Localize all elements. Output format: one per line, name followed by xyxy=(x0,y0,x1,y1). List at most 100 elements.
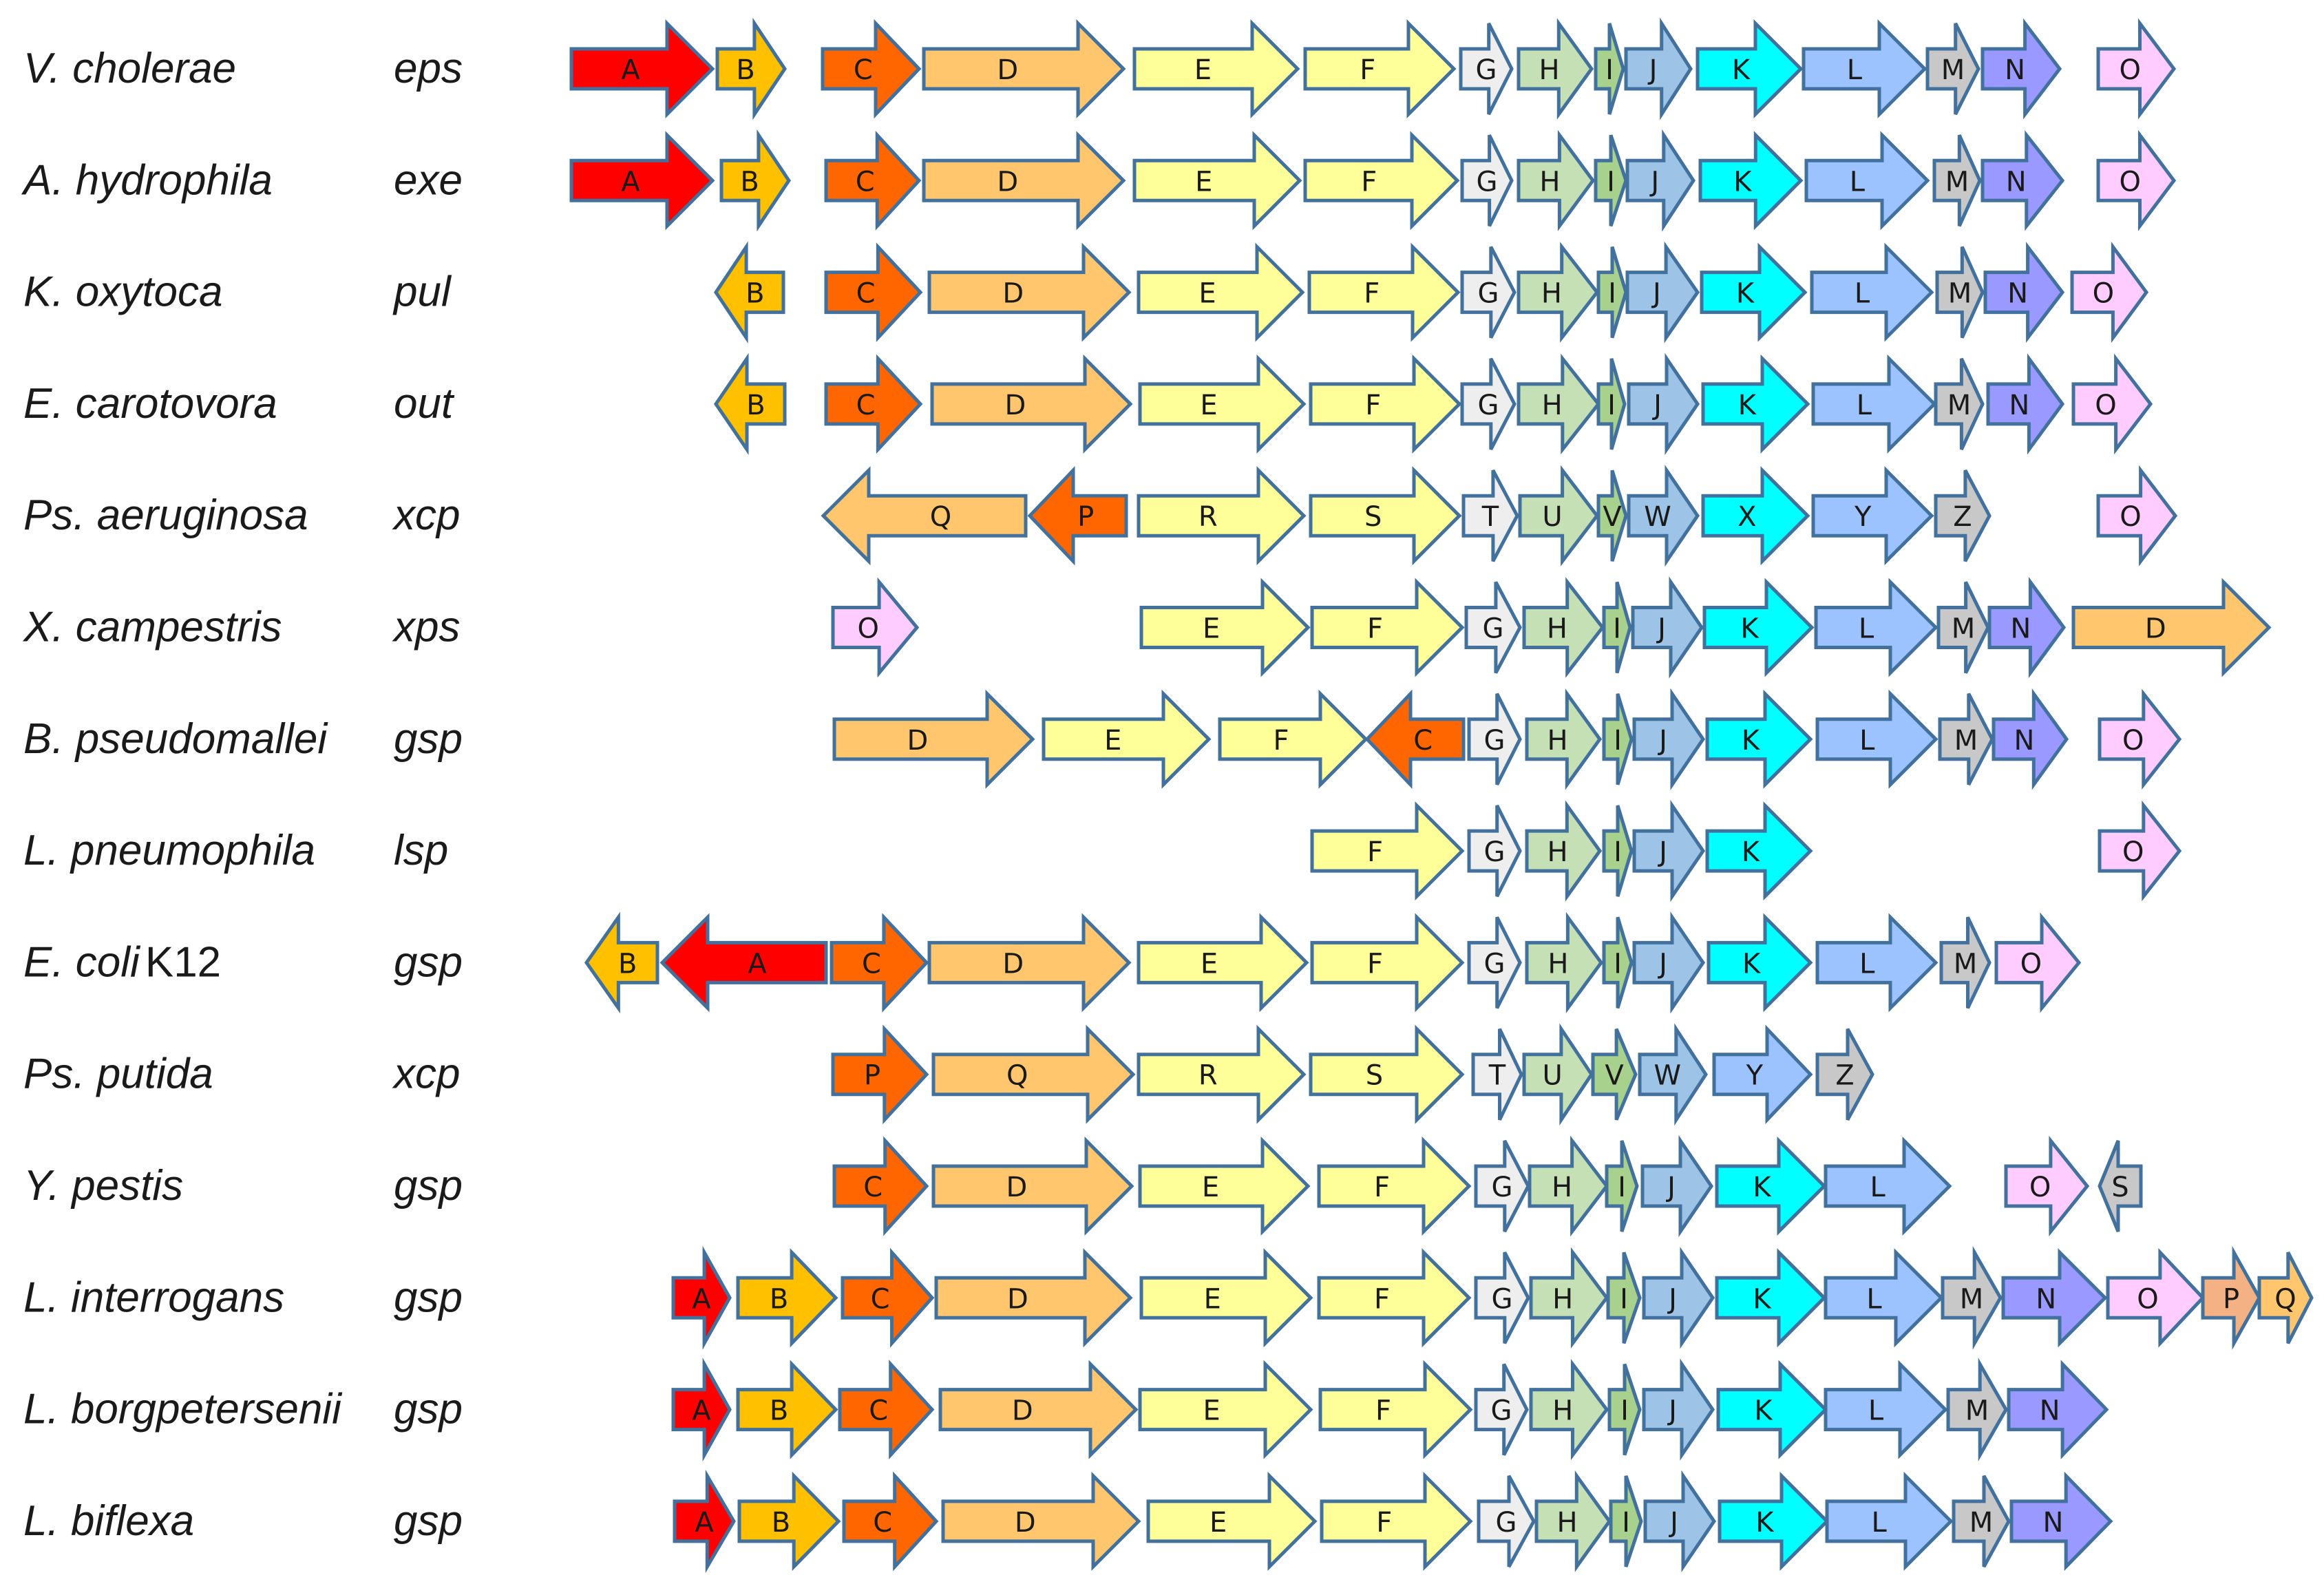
gene-label: K xyxy=(1738,390,1757,421)
gene-arrow xyxy=(1606,1252,1642,1344)
gene-arrow xyxy=(1707,913,1813,1013)
gene-label: D xyxy=(1002,948,1024,980)
gene-label: D xyxy=(1007,1283,1028,1315)
gene-arrow xyxy=(1824,1248,1944,1348)
gene-label: N xyxy=(2010,613,2031,645)
gene-arrow xyxy=(1715,1248,1827,1348)
organism-name: L. borgpetersenii xyxy=(23,1386,343,1433)
organism-name: V. cholerae xyxy=(23,45,236,92)
gene-arrow xyxy=(1946,1358,2008,1461)
gene-arrow xyxy=(1607,1363,1642,1456)
gene-arrow xyxy=(1712,1024,1813,1124)
gene-label: H xyxy=(1547,836,1567,868)
gene-arrow xyxy=(1632,688,1706,790)
gene-label: G xyxy=(1492,1283,1513,1315)
gene-label: J xyxy=(1657,725,1667,757)
gene-label: O xyxy=(857,613,878,645)
gene-label: N xyxy=(2043,1507,2064,1539)
organism-name-text: L. pneumophila xyxy=(23,827,315,874)
gene-arrow xyxy=(841,1247,935,1348)
gene-label: V xyxy=(1605,1060,1624,1092)
gene-arrow xyxy=(659,913,828,1013)
gene-label: I xyxy=(1620,1395,1629,1427)
gene-arrow xyxy=(569,131,715,231)
gene-arrow xyxy=(1525,688,1603,790)
gene-arrow xyxy=(1642,1247,1715,1349)
gene-label: Z xyxy=(1953,501,1972,533)
gene-arrow xyxy=(1042,689,1212,789)
gene-arrow xyxy=(1810,242,1934,342)
gene-label: I xyxy=(1605,54,1614,86)
gene-arrow xyxy=(1517,353,1601,455)
gene-label: Q xyxy=(1006,1060,1028,1092)
gene-arrow xyxy=(1718,1471,1830,1571)
gene-arrow xyxy=(922,19,1126,119)
system-name: eps xyxy=(394,45,463,92)
gene-arrow xyxy=(1467,804,1522,898)
gene-label: C xyxy=(856,390,876,421)
gene-arrow xyxy=(1715,1136,1827,1236)
gene-arrow xyxy=(1815,1028,1874,1121)
gene-label: J xyxy=(1649,166,1659,198)
gene-label: M xyxy=(1945,166,1969,198)
gene-arrow xyxy=(1518,465,1600,567)
gene-label: M xyxy=(1941,54,1965,86)
gene-arrow xyxy=(830,913,929,1013)
gene-label: E xyxy=(1202,1172,1219,1203)
gene-arrow xyxy=(1467,693,1522,785)
gene-arrow xyxy=(569,19,715,119)
gene-arrow xyxy=(2001,1248,2108,1348)
gene-arrow xyxy=(1804,131,1930,231)
gene-label: K xyxy=(1742,948,1762,980)
gene-label: H xyxy=(1547,613,1567,645)
gene-arrow xyxy=(1983,242,2065,343)
gene-label: L xyxy=(1850,166,1866,198)
gene-arrow xyxy=(824,130,922,231)
gene-arrow xyxy=(671,1358,732,1462)
gene-arrow xyxy=(1303,19,1457,119)
gene-label: L xyxy=(1855,278,1870,310)
gene-label: A xyxy=(748,948,767,980)
gene-arrow xyxy=(1364,689,1466,790)
system-name: gsp xyxy=(394,1274,463,1321)
gene-arrow xyxy=(715,17,788,120)
organism-name-text: B. pseudomallei xyxy=(23,715,328,763)
gene-label: K xyxy=(1732,54,1751,86)
system-name: gsp xyxy=(394,1162,463,1210)
gene-arrow xyxy=(821,466,1028,566)
organism-name: K. oxytoca xyxy=(23,268,222,316)
gene-label: I xyxy=(1613,613,1621,645)
gene-arrow xyxy=(2098,800,2182,902)
gene-label: I xyxy=(1607,166,1615,198)
gene-arrow xyxy=(2071,353,2153,455)
gene-arrow xyxy=(1932,134,1982,227)
gene-label: M xyxy=(1954,948,1978,980)
system-name: gsp xyxy=(394,1386,463,1433)
gene-arrow xyxy=(1824,1136,1952,1236)
organism-name: Ps. putida xyxy=(23,1050,213,1098)
gene-label: C xyxy=(871,1283,890,1315)
gene-arrow xyxy=(1137,1024,1307,1124)
gene-label: E xyxy=(1198,278,1216,310)
gene-arrow xyxy=(1309,1024,1465,1124)
gene-arrow xyxy=(1517,18,1594,120)
gene-label: G xyxy=(1491,1395,1512,1427)
gene-label: N xyxy=(2007,278,2028,310)
gene-label: K xyxy=(1753,1283,1772,1315)
gene-arrow xyxy=(1146,1471,1318,1571)
system-name: lsp xyxy=(394,827,448,874)
gene-arrow xyxy=(1935,246,1985,339)
organism-name-text: K. oxytoca xyxy=(23,268,222,316)
gene-label: N xyxy=(2040,1395,2060,1427)
gene-arrow xyxy=(1596,246,1628,339)
gene-label: M xyxy=(1965,1395,1989,1427)
gene-label: J xyxy=(1657,836,1667,868)
gene-arrow xyxy=(713,352,787,456)
gene-arrow xyxy=(1303,131,1460,231)
gene-label: A xyxy=(621,166,640,198)
gene-label: X xyxy=(1737,501,1756,533)
gene-arrow xyxy=(1525,911,1604,1014)
